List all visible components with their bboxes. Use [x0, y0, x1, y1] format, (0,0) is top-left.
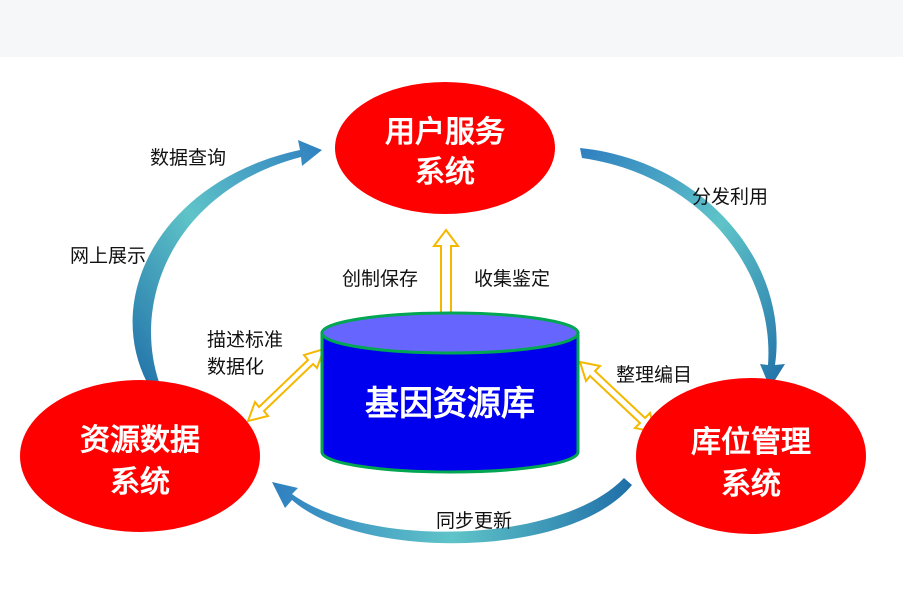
label-describe-standard: 描述标准	[207, 329, 283, 351]
label-distribute-use: 分发利用	[692, 186, 768, 208]
curve-arrow-left	[132, 140, 322, 388]
node-resource-data[interactable]: 资源数据 系统	[20, 380, 260, 532]
label-web-display: 网上展示	[70, 245, 146, 267]
node-label: 系统	[110, 465, 170, 500]
label-digitize: 数据化	[207, 356, 264, 378]
label-create-save: 创制保存	[342, 268, 418, 290]
top-band	[0, 0, 903, 57]
label-sync-update: 同步更新	[436, 510, 512, 532]
node-label: 用户服务	[385, 115, 505, 150]
node-storage-mgmt[interactable]: 库位管理 系统	[636, 378, 866, 534]
gene-bank-database: 基因资源库	[320, 311, 580, 474]
node-label: 系统	[721, 467, 781, 502]
node-user-service[interactable]: 用户服务 系统	[335, 82, 555, 214]
label-data-query: 数据查询	[150, 147, 226, 169]
curve-arrow-right	[580, 148, 785, 388]
gene-bank-label: 基因资源库	[365, 384, 535, 424]
label-organize-catalog: 整理编目	[616, 364, 692, 386]
node-label: 资源数据	[80, 423, 200, 458]
node-label: 库位管理	[691, 425, 811, 460]
curve-arrow-bottom	[272, 478, 632, 544]
node-label: 系统	[415, 155, 475, 190]
label-collect-identify: 收集鉴定	[474, 268, 550, 290]
